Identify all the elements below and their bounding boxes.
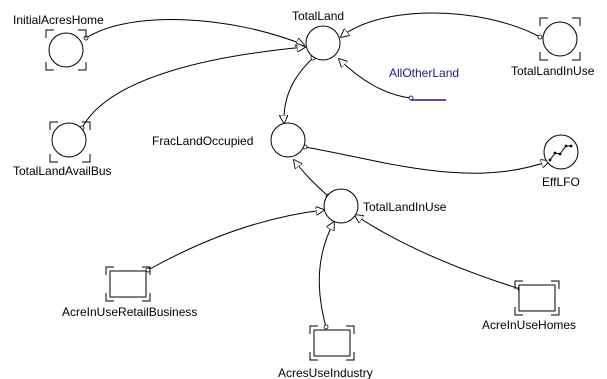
node-eff-lfo[interactable]: EffLFO bbox=[542, 134, 580, 189]
label-acre-in-use-homes: AcreInUseHomes bbox=[482, 318, 576, 332]
ghost-corner-icon bbox=[49, 121, 91, 163]
link-acreinusehomes-totallandinuse[interactable] bbox=[355, 215, 521, 290]
node-initial-acres-home[interactable]: InitialAcresHome bbox=[13, 13, 104, 71]
connectors bbox=[79, 12, 549, 330]
node-total-land-avail-bus[interactable]: TotalLandAvailBus bbox=[13, 121, 112, 178]
label-total-land: TotalLand bbox=[292, 9, 344, 23]
ghost-corner-icon bbox=[45, 29, 87, 71]
node-acres-use-industry[interactable]: AcresUseIndustry bbox=[278, 325, 373, 379]
label-initial-acres-home: InitialAcresHome bbox=[13, 13, 104, 27]
label-total-land-in-use: TotalLandInUse bbox=[363, 200, 447, 214]
node-acre-in-use-homes[interactable]: AcreInUseHomes bbox=[482, 280, 576, 332]
label-frac-land-occupied: FracLandOccupied bbox=[152, 134, 253, 148]
link-totallandavailbus-totalland[interactable] bbox=[81, 47, 305, 129]
link-totallandinuse-ghost-totalland[interactable] bbox=[341, 12, 541, 37]
link-totallandinuse-fraclandoccupied[interactable] bbox=[294, 160, 329, 197]
ghost-corner-icon bbox=[309, 325, 355, 361]
ghost-corner-icon bbox=[539, 17, 581, 61]
label-acres-use-industry: AcresUseIndustry bbox=[278, 366, 373, 379]
node-total-land[interactable]: TotalLand bbox=[292, 9, 344, 61]
ghost-corner-icon bbox=[105, 266, 151, 302]
link-fraclandoccupied-efflfo[interactable] bbox=[304, 146, 549, 174]
node-total-land-in-use[interactable]: TotalLandInUse bbox=[323, 188, 447, 224]
link-acreinuseretailbusiness-totallandinuse[interactable] bbox=[147, 210, 324, 271]
link-initialacreshome-totalland[interactable] bbox=[85, 19, 304, 45]
stock-shape bbox=[313, 329, 351, 357]
converter-shape bbox=[51, 122, 87, 158]
node-total-land-in-use-ghost[interactable]: TotalLandInUse bbox=[511, 17, 595, 78]
node-frac-land-occupied[interactable]: FracLandOccupied bbox=[152, 122, 306, 158]
node-acre-in-use-retail-business[interactable]: AcreInUseRetailBusiness bbox=[62, 266, 197, 319]
link-totalland-fraclandoccupied[interactable] bbox=[284, 57, 314, 123]
label-all-other-land: AllOtherLand bbox=[389, 66, 459, 80]
label-acre-in-use-retail-business: AcreInUseRetailBusiness bbox=[62, 305, 197, 319]
link-allotherland-totalland[interactable] bbox=[339, 59, 412, 99]
label-total-land-in-use-ghost: TotalLandInUse bbox=[511, 64, 595, 78]
label-eff-lfo: EffLFO bbox=[542, 175, 580, 189]
converter-shape bbox=[48, 32, 84, 68]
stock-shape bbox=[109, 270, 147, 298]
label-total-land-avail-bus: TotalLandAvailBus bbox=[13, 164, 112, 178]
stock-shape bbox=[518, 284, 556, 312]
converter-shape bbox=[305, 25, 341, 61]
ghost-corner-icon bbox=[514, 280, 560, 316]
converter-shape bbox=[270, 122, 306, 158]
converter-shape bbox=[542, 21, 578, 57]
graph-function-icon bbox=[548, 144, 573, 162]
node-all-other-land[interactable]: AllOtherLand bbox=[389, 66, 459, 101]
converter-shape bbox=[323, 188, 359, 224]
link-acresuseindustry-totallandinuse[interactable] bbox=[318, 222, 334, 328]
